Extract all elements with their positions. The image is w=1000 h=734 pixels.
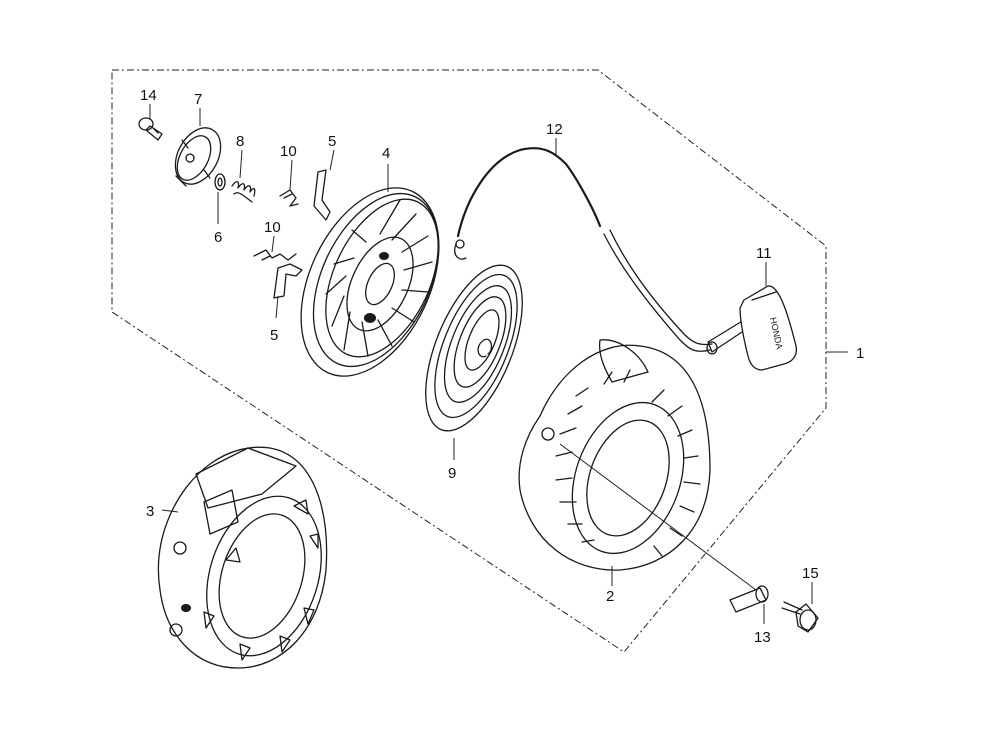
callout-12: 12 (546, 121, 563, 138)
callout-5-upper: 5 (328, 133, 336, 150)
callout-6: 6 (214, 229, 222, 246)
callout-15: 15 (802, 565, 819, 582)
callout-3: 3 (146, 503, 154, 520)
callout-1: 1 (856, 345, 864, 362)
callout-9: 9 (448, 465, 456, 482)
part-13-pin (729, 585, 769, 613)
callout-leaders (149, 104, 848, 624)
callout-4: 4 (382, 145, 390, 162)
part-6-washer (214, 173, 226, 191)
part-7-ratchet-plate (174, 127, 222, 187)
part-14-bolt (138, 117, 163, 141)
callouts: 1 2 3 4 5 5 6 7 8 9 10 10 11 12 13 14 15 (140, 87, 864, 646)
callout-7: 7 (194, 91, 202, 108)
part-10-clip-lower (253, 249, 297, 261)
part-11-starter-grip: HONDA (706, 285, 798, 371)
part-15-flange-bolt (781, 601, 819, 633)
callout-2: 2 (606, 588, 614, 605)
leader-case-to-pin (559, 443, 757, 591)
callout-5-lower: 5 (270, 327, 278, 344)
part-5-pawl-upper (313, 169, 331, 221)
callout-13: 13 (754, 629, 771, 646)
part-5-pawl-lower (273, 263, 303, 299)
part-4-reel (300, 187, 440, 377)
part-9-recoil-spring (425, 264, 523, 432)
callout-10-upper: 10 (280, 143, 297, 160)
callout-11: 11 (756, 245, 772, 262)
callout-14: 14 (140, 87, 157, 104)
part-3-fan-cover (157, 446, 328, 669)
part-10-clip-upper (279, 189, 299, 207)
part-2-starter-case (518, 339, 711, 571)
callout-8: 8 (236, 133, 244, 150)
callout-10-lower: 10 (264, 219, 281, 236)
part-8-spring (231, 181, 256, 203)
part-12-rope (454, 147, 713, 352)
assembly-boundary (111, 69, 827, 653)
